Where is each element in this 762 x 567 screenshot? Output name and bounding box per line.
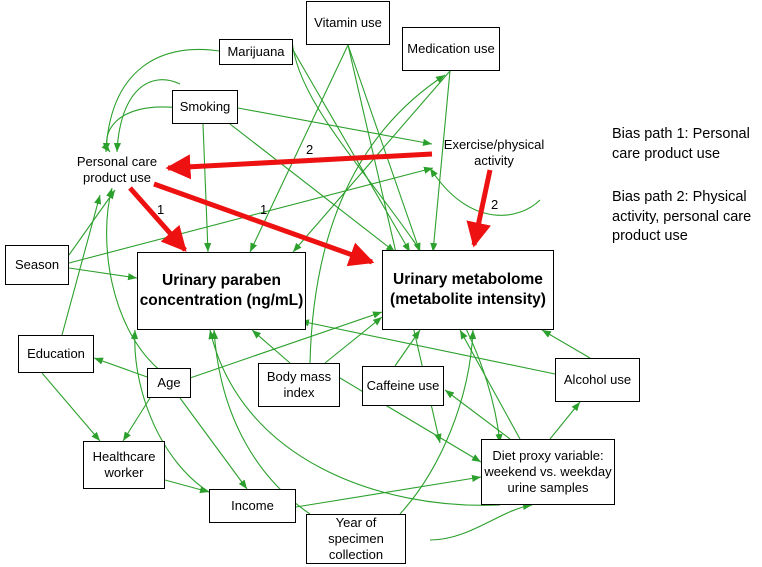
node-marijuana: Marijuana: [219, 39, 293, 65]
causal-edge: [229, 123, 396, 253]
causal-edge: [113, 79, 181, 153]
causal-edge: [459, 329, 521, 440]
causal-edge: [347, 44, 421, 253]
bias-path-edge: [165, 151, 433, 180]
bias-path-label: 1: [157, 202, 165, 217]
causal-edge: [324, 316, 383, 364]
causal-edges: [41, 39, 591, 541]
causal-edge: [549, 401, 581, 440]
causal-edge: [237, 107, 433, 146]
node-age: Age: [147, 368, 191, 398]
causal-edge: [122, 397, 151, 442]
node-education: Education: [18, 335, 94, 373]
causal-edge: [399, 329, 477, 515]
bias-path-label: 2: [491, 197, 499, 212]
causal-edge: [101, 106, 181, 153]
causal-edge: [211, 329, 311, 515]
node-smoking: Smoking: [172, 90, 238, 124]
causal-edge: [291, 39, 503, 444]
causal-edge: [68, 267, 138, 281]
causal-edge: [292, 70, 451, 253]
bias-path-edge: [128, 186, 187, 252]
causal-edge: [106, 187, 163, 373]
node-year-of-specimen-collection: Year of specimen collection: [306, 514, 406, 564]
causal-edge: [292, 49, 411, 253]
causal-edge: [164, 479, 210, 494]
causal-edge: [249, 44, 349, 253]
node-caffeine-use: Caffeine use: [362, 366, 444, 406]
causal-edge: [430, 70, 451, 253]
node-medication-use: Medication use: [402, 27, 500, 71]
bias-path-edge: [466, 169, 493, 248]
causal-edge: [202, 123, 212, 253]
bias-path-edges: [128, 151, 493, 267]
node-season: Season: [5, 245, 69, 285]
causal-edge: [68, 166, 434, 264]
node-healthcare-worker: Healthcare worker: [83, 441, 165, 489]
causal-edge: [102, 48, 226, 153]
node-urinary-paraben-concentration: Urinary paraben concentration (ng/mL): [137, 252, 306, 330]
causal-edge: [541, 329, 591, 359]
bias-path-edge: [153, 181, 375, 267]
causal-edge: [429, 502, 533, 541]
bias-path-label: 2: [306, 142, 314, 157]
causal-edge: [309, 74, 446, 364]
causal-edge: [41, 372, 101, 442]
causal-edge: [93, 357, 151, 379]
causal-edge: [444, 389, 511, 440]
node-vitamin-use: Vitamin use: [306, 1, 390, 45]
legend-bias-path-1: Bias path 1: Personal care product use: [612, 126, 750, 162]
causal-edge: [295, 474, 482, 508]
bias-path-label: 1: [260, 202, 268, 217]
node-income: Income: [209, 489, 296, 523]
causal-edge: [208, 329, 501, 506]
causal-edge: [429, 167, 541, 216]
node-alcohol-use: Alcohol use: [555, 358, 640, 402]
node-diet-proxy-variable: Diet proxy variable: weekend vs. weekday…: [481, 439, 615, 505]
causal-edge: [179, 397, 248, 490]
causal-edge: [394, 329, 421, 367]
causal-edge: [251, 329, 291, 364]
node-urinary-metabolome: Urinary metabolome (metabolite intensity…: [382, 250, 554, 330]
legend-bias-path-2: Bias path 2: Physical activity, personal…: [612, 189, 752, 245]
node-exercise-physical-activity: Exercise/physical activity: [443, 136, 545, 168]
node-body-mass-index: Body mass index: [258, 363, 340, 407]
causal-edge: [61, 194, 102, 336]
node-personal-care-product-use: Personal care product use: [76, 153, 158, 185]
causal-edge: [299, 319, 556, 375]
